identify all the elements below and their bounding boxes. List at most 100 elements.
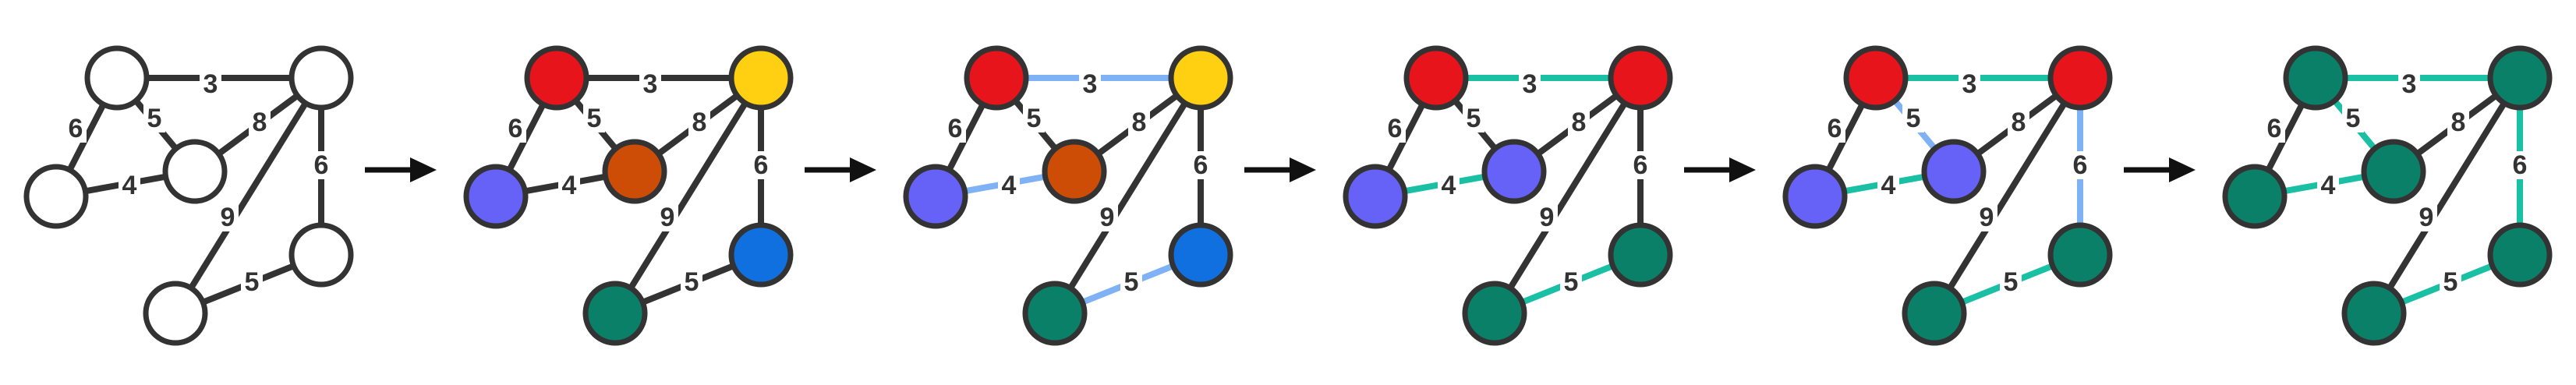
- node-A: [2283, 45, 2348, 111]
- edge-label-halo: [119, 171, 140, 200]
- edge-label-halo: [681, 268, 702, 296]
- node-B: [2047, 45, 2113, 111]
- step-arrow-3: [1244, 157, 1316, 182]
- edge-weight-label: 8: [2012, 108, 2026, 137]
- edge-weight-label: 9: [1980, 203, 1994, 232]
- edge-weight-label: 6: [508, 114, 523, 143]
- edge-weight-label: 6: [2513, 150, 2528, 180]
- edge-B-F: [172, 75, 324, 316]
- node-D: [162, 139, 228, 204]
- edge-weight-label: 6: [754, 150, 769, 180]
- node-C: [1343, 164, 1408, 229]
- edge-label-halo: [1877, 171, 1899, 200]
- edge-label-halo: [2415, 203, 2437, 231]
- edge-weight-label: 3: [2402, 69, 2417, 99]
- edge-label-halo: [504, 115, 526, 143]
- arrow-head: [2169, 157, 2196, 182]
- arrow-head: [410, 157, 437, 182]
- edge-B-F: [1491, 75, 1644, 316]
- edge-label-halo: [2447, 108, 2469, 136]
- edge-label-halo: [998, 171, 1020, 200]
- edge-label-halo: [1902, 104, 1924, 132]
- node-A: [1843, 45, 1909, 111]
- edge-weight-label: 6: [1194, 150, 1208, 180]
- edge-weight-label: 6: [1828, 114, 1842, 143]
- node-D: [2361, 139, 2426, 204]
- edge-label-halo: [656, 203, 678, 231]
- edge-weight-label: 4: [1442, 171, 1456, 200]
- node-D: [602, 139, 667, 204]
- node-F: [1462, 281, 1527, 346]
- edge-label-halo: [200, 70, 221, 98]
- edge-weight-label: 5: [1906, 104, 1921, 133]
- edge-weight-label: 9: [221, 203, 235, 232]
- node-B: [2487, 45, 2553, 111]
- edge-label-halo: [2263, 115, 2285, 143]
- edge-label-halo: [2000, 268, 2022, 296]
- edge-label-halo: [1959, 70, 1980, 98]
- edge-weight-label: 4: [562, 171, 577, 200]
- node-A: [1403, 45, 1469, 111]
- edge-weight-label: 5: [587, 104, 602, 133]
- edge-label-halo: [1536, 203, 1558, 231]
- node-D: [1921, 139, 1987, 204]
- node-D: [1042, 139, 1107, 204]
- edge-label-halo: [1120, 268, 1142, 296]
- node-C: [1782, 164, 1848, 229]
- node-F: [1902, 281, 1967, 346]
- edge-label-halo: [688, 108, 710, 136]
- edge-weight-label: 5: [1124, 267, 1139, 297]
- node-A: [524, 45, 589, 111]
- node-C: [903, 164, 968, 229]
- node-A: [964, 45, 1029, 111]
- edge-weight-label: 5: [1027, 104, 1042, 133]
- edge-weight-label: 6: [1388, 114, 1403, 143]
- edge-label-halo: [2008, 108, 2029, 136]
- edge-label-halo: [2509, 151, 2531, 179]
- edge-weight-label: 5: [2004, 267, 2019, 297]
- edge-weight-label: 9: [1100, 203, 1115, 232]
- step-arrow-5: [2124, 157, 2196, 182]
- node-A: [84, 45, 150, 111]
- edge-label-halo: [1976, 203, 1997, 231]
- node-F: [143, 281, 208, 346]
- edge-weight-label: 4: [2321, 171, 2336, 200]
- edge-weight-label: 6: [314, 150, 329, 180]
- edge-label-halo: [2440, 268, 2461, 296]
- edge-label-halo: [1384, 115, 1406, 143]
- edge-weight-label: 9: [2419, 203, 2434, 232]
- edge-label-halo: [1128, 108, 1150, 136]
- edge-label-halo: [1079, 70, 1101, 98]
- edge-label-halo: [1629, 151, 1651, 179]
- edge-label-halo: [1824, 115, 1845, 143]
- edge-label-halo: [1096, 203, 1118, 231]
- edge-B-F: [2371, 75, 2523, 316]
- edge-weight-label: 5: [685, 267, 699, 297]
- step-arrow-1: [365, 157, 437, 182]
- edge-label-halo: [1190, 151, 1212, 179]
- node-C: [463, 164, 529, 229]
- edge-weight-label: 8: [1572, 108, 1587, 137]
- node-B: [1608, 45, 1673, 111]
- edge-label-halo: [65, 115, 87, 143]
- edge-weight-label: 3: [1083, 69, 1098, 99]
- edge-weight-label: 6: [2073, 150, 2088, 180]
- edge-weight-label: 5: [2346, 104, 2361, 133]
- edge-label-halo: [143, 104, 165, 132]
- edge-weight-label: 6: [1633, 150, 1648, 180]
- edge-weight-label: 4: [1002, 171, 1017, 200]
- edge-weight-label: 9: [1540, 203, 1555, 232]
- node-E: [2487, 222, 2553, 288]
- node-E: [288, 222, 354, 288]
- edge-weight-label: 8: [692, 108, 707, 137]
- edge-weight-label: 5: [2443, 267, 2458, 297]
- edge-weight-label: 5: [1467, 104, 1481, 133]
- edge-weight-label: 3: [1523, 69, 1537, 99]
- edge-label-halo: [583, 104, 605, 132]
